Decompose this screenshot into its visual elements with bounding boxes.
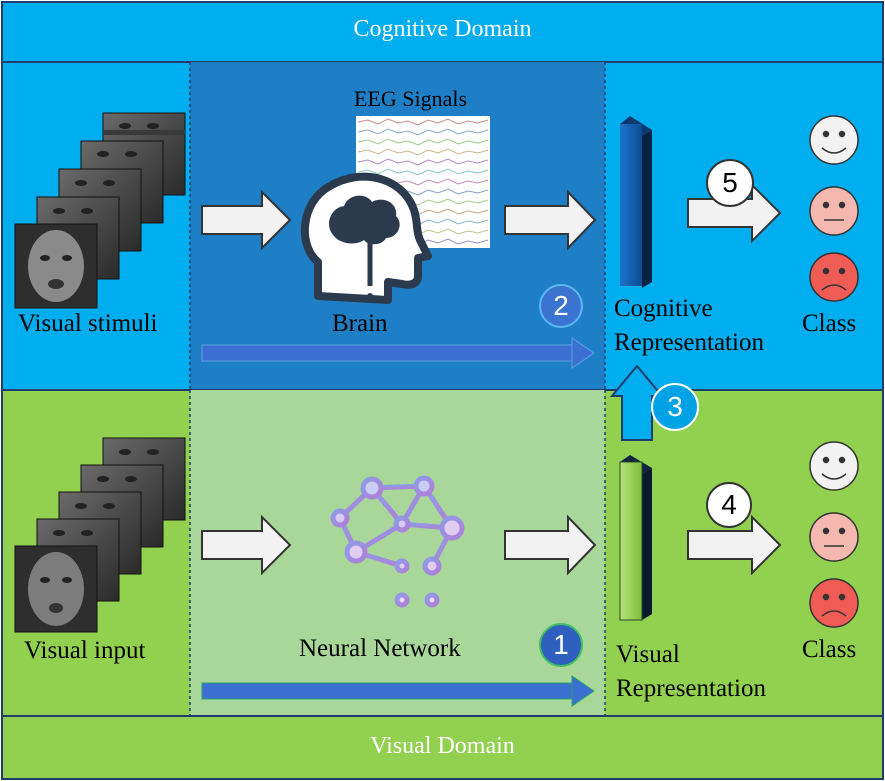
step-2-badge: 2 [539, 284, 583, 328]
step-4-badge: 4 [706, 482, 752, 528]
cognitive-class-label: Class [802, 310, 857, 337]
neural-network-label: Neural Network [299, 635, 461, 662]
visual-input-faces [14, 437, 186, 633]
arrow-visual-rep-to-class [687, 514, 782, 576]
cognitive-representation-bar [620, 116, 652, 288]
visual-representation-label-line1: Visual [616, 641, 680, 668]
visual-domain-banner [1, 715, 884, 780]
visual-representation-label-line2: Representation [616, 675, 766, 702]
arrow-stimuli-to-brain [201, 189, 292, 251]
visual-stimuli-label: Visual stimuli [18, 310, 158, 337]
eeg-signals-label: EEG Signals [354, 86, 468, 111]
visual-representation-bar [619, 455, 652, 621]
visual-class-label: Class [802, 636, 857, 663]
arrow-brain-to-cognitive-rep [504, 189, 597, 251]
arrow-cognitive-rep-to-class [687, 182, 782, 244]
arrow-visual-to-cognitive [609, 364, 665, 441]
cognitive-representation-label-line2: Representation [614, 329, 764, 356]
visual-stimuli-faces [14, 112, 186, 309]
step-3-badge: 3 [651, 383, 699, 431]
class-faces-cognitive [809, 115, 859, 302]
visual-domain-title: Visual Domain [370, 733, 515, 759]
arrow-input-to-network [201, 514, 292, 576]
brain-label: Brain [332, 310, 388, 337]
cognitive-domain-title: Cognitive Domain [353, 16, 532, 42]
cognitive-representation-label-line1: Cognitive [614, 295, 713, 322]
step-1-badge: 1 [539, 623, 583, 667]
long-arrow-visual [201, 675, 595, 707]
neural-network-icon [330, 475, 465, 608]
cognitive-domain-banner [1, 1, 884, 63]
long-arrow-cognitive [201, 337, 595, 369]
arrow-network-to-visual-rep [504, 514, 597, 576]
step-5-badge: 5 [706, 159, 754, 207]
visual-input-label: Visual input [24, 637, 146, 664]
class-faces-visual [809, 441, 859, 628]
brain-head-icon [300, 172, 432, 304]
